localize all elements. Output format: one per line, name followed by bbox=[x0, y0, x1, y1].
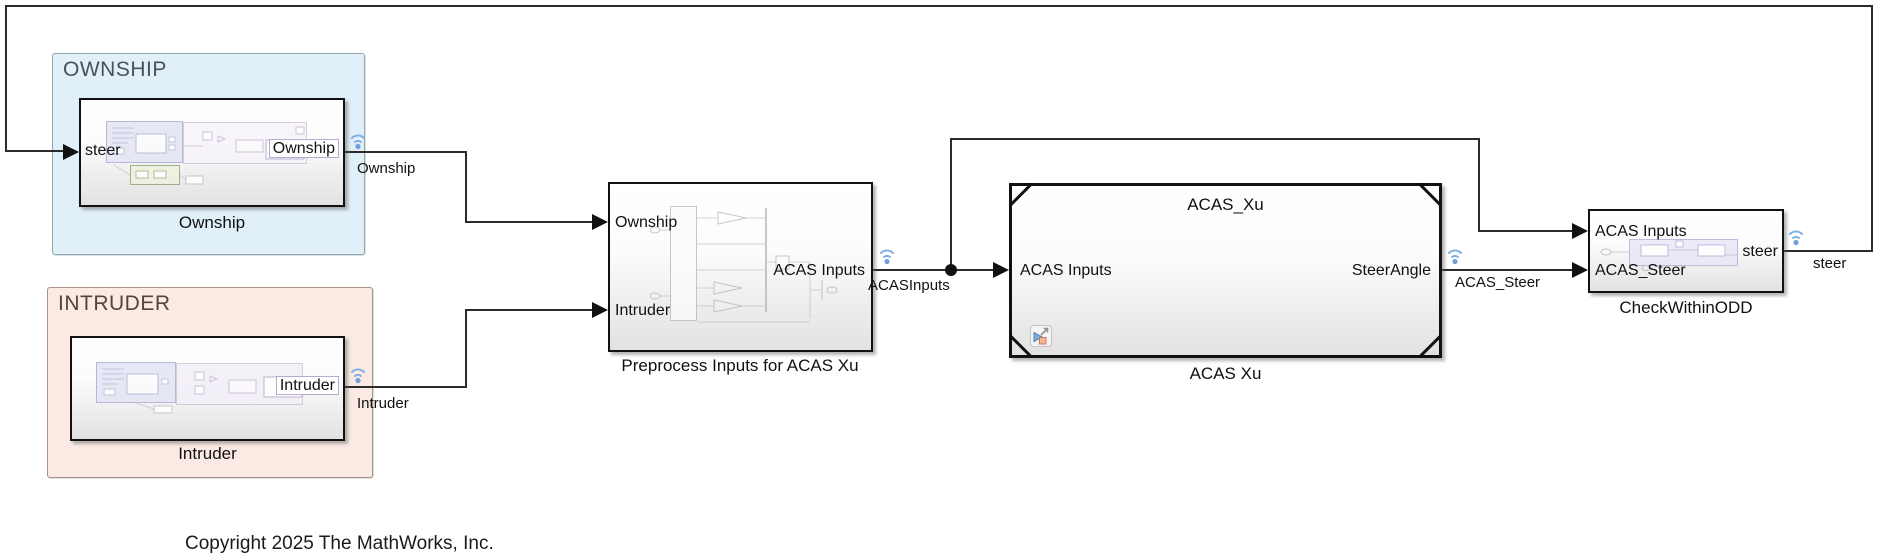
arrowhead-ownship-steer-in bbox=[63, 144, 79, 160]
intruder-port-out-label: Intruder bbox=[275, 376, 339, 395]
wire-acasinputs-into-checkodd[interactable] bbox=[1478, 230, 1574, 232]
signal-label-acasinputs[interactable]: ACASInputs bbox=[868, 277, 950, 294]
check-within-odd-block-name: CheckWithinODD bbox=[1619, 298, 1753, 317]
signal-label-ownship[interactable]: Ownship bbox=[357, 160, 416, 177]
wire-steer-feedback-left[interactable] bbox=[5, 5, 7, 152]
wire-acasinputs-branch-down[interactable] bbox=[1478, 138, 1480, 232]
acas-xu-port-in-label: ACAS Inputs bbox=[1020, 262, 1112, 279]
intruder-preview-thumbnail bbox=[96, 362, 303, 414]
wireless-signal-icon-ownship[interactable] bbox=[350, 129, 366, 150]
acas-xu-port-out-label: SteerAngle bbox=[1351, 262, 1431, 279]
wire-checkodd-steer-out[interactable] bbox=[1783, 250, 1873, 252]
ownship-area-label: OWNSHIP bbox=[63, 58, 167, 81]
wire-ownship-into-preprocess[interactable] bbox=[465, 221, 594, 223]
wireless-signal-icon-acassteer[interactable] bbox=[1447, 244, 1463, 265]
wire-steer-feedback-right[interactable] bbox=[1871, 5, 1873, 252]
arrowhead-checkodd-in2 bbox=[1572, 262, 1588, 278]
signal-label-intruder[interactable]: Intruder bbox=[357, 395, 409, 412]
preprocess-block[interactable]: Ownship Intruder ACAS Inputs bbox=[608, 182, 873, 352]
model-block-corner-notch bbox=[1419, 335, 1441, 358]
preprocess-port-out-label: ACAS Inputs bbox=[773, 262, 865, 279]
check-within-odd-port-in1-label: ACAS Inputs bbox=[1595, 223, 1687, 240]
preprocess-block-name: Preprocess Inputs for ACAS Xu bbox=[621, 356, 859, 375]
preprocess-port-in2-label: Intruder bbox=[615, 302, 671, 319]
wire-intruder-out-v[interactable] bbox=[465, 309, 467, 388]
ownship-block-name: Ownship bbox=[178, 213, 246, 232]
model-reference-badge-icon bbox=[1030, 325, 1052, 347]
intruder-area-label: INTRUDER bbox=[58, 292, 171, 315]
arrowhead-checkodd-in1 bbox=[1572, 223, 1588, 239]
wire-steer-feedback-top[interactable] bbox=[5, 5, 1873, 7]
copyright-annotation: Copyright 2025 The MathWorks, Inc. bbox=[185, 533, 494, 554]
wire-acassteer[interactable] bbox=[1441, 269, 1574, 271]
wireless-signal-icon-steer[interactable] bbox=[1788, 225, 1804, 246]
check-within-odd-block[interactable]: ACAS Inputs ACAS_Steer steer bbox=[1588, 209, 1784, 293]
intruder-block[interactable]: Intruder bbox=[70, 336, 345, 441]
wire-ownship-out-v[interactable] bbox=[465, 151, 467, 223]
wire-intruder-into-preprocess[interactable] bbox=[465, 309, 594, 311]
wire-acasinputs-branch-v[interactable] bbox=[950, 138, 952, 271]
wire-junction-dot bbox=[945, 264, 957, 276]
check-within-odd-port-in2-label: ACAS_Steer bbox=[1595, 262, 1686, 279]
ownship-block[interactable]: steer Ownship bbox=[79, 98, 345, 207]
wire-steer-into-ownship[interactable] bbox=[5, 150, 65, 152]
signal-label-steer[interactable]: steer bbox=[1813, 255, 1847, 272]
acas-xu-block-name: ACAS Xu bbox=[1189, 364, 1262, 383]
arrowhead-preprocess-in1 bbox=[592, 214, 608, 230]
acas-xu-block[interactable]: ACAS_Xu ACAS Inputs SteerAngle bbox=[1009, 183, 1442, 358]
wire-acasinputs[interactable] bbox=[872, 269, 995, 271]
wire-ownship-out-h[interactable] bbox=[344, 151, 466, 153]
acas-xu-model-title: ACAS_Xu bbox=[1187, 195, 1264, 214]
ownship-port-in-label: steer bbox=[85, 142, 121, 159]
wire-acasinputs-branch-h[interactable] bbox=[950, 138, 1480, 140]
arrowhead-acasxu-in bbox=[993, 262, 1009, 278]
ownship-port-out-label: Ownship bbox=[268, 139, 339, 158]
intruder-block-name: Intruder bbox=[178, 444, 237, 463]
model-block-corner-notch bbox=[1010, 335, 1032, 358]
wireless-signal-icon-acasinputs[interactable] bbox=[879, 244, 895, 265]
signal-label-acassteer[interactable]: ACAS_Steer bbox=[1455, 274, 1541, 291]
preprocess-port-in1-label: Ownship bbox=[615, 214, 678, 231]
arrowhead-preprocess-in2 bbox=[592, 302, 608, 318]
wire-intruder-out-h[interactable] bbox=[344, 386, 466, 388]
wireless-signal-icon-intruder[interactable] bbox=[350, 363, 366, 384]
check-within-odd-port-out-label: steer bbox=[1742, 243, 1778, 260]
